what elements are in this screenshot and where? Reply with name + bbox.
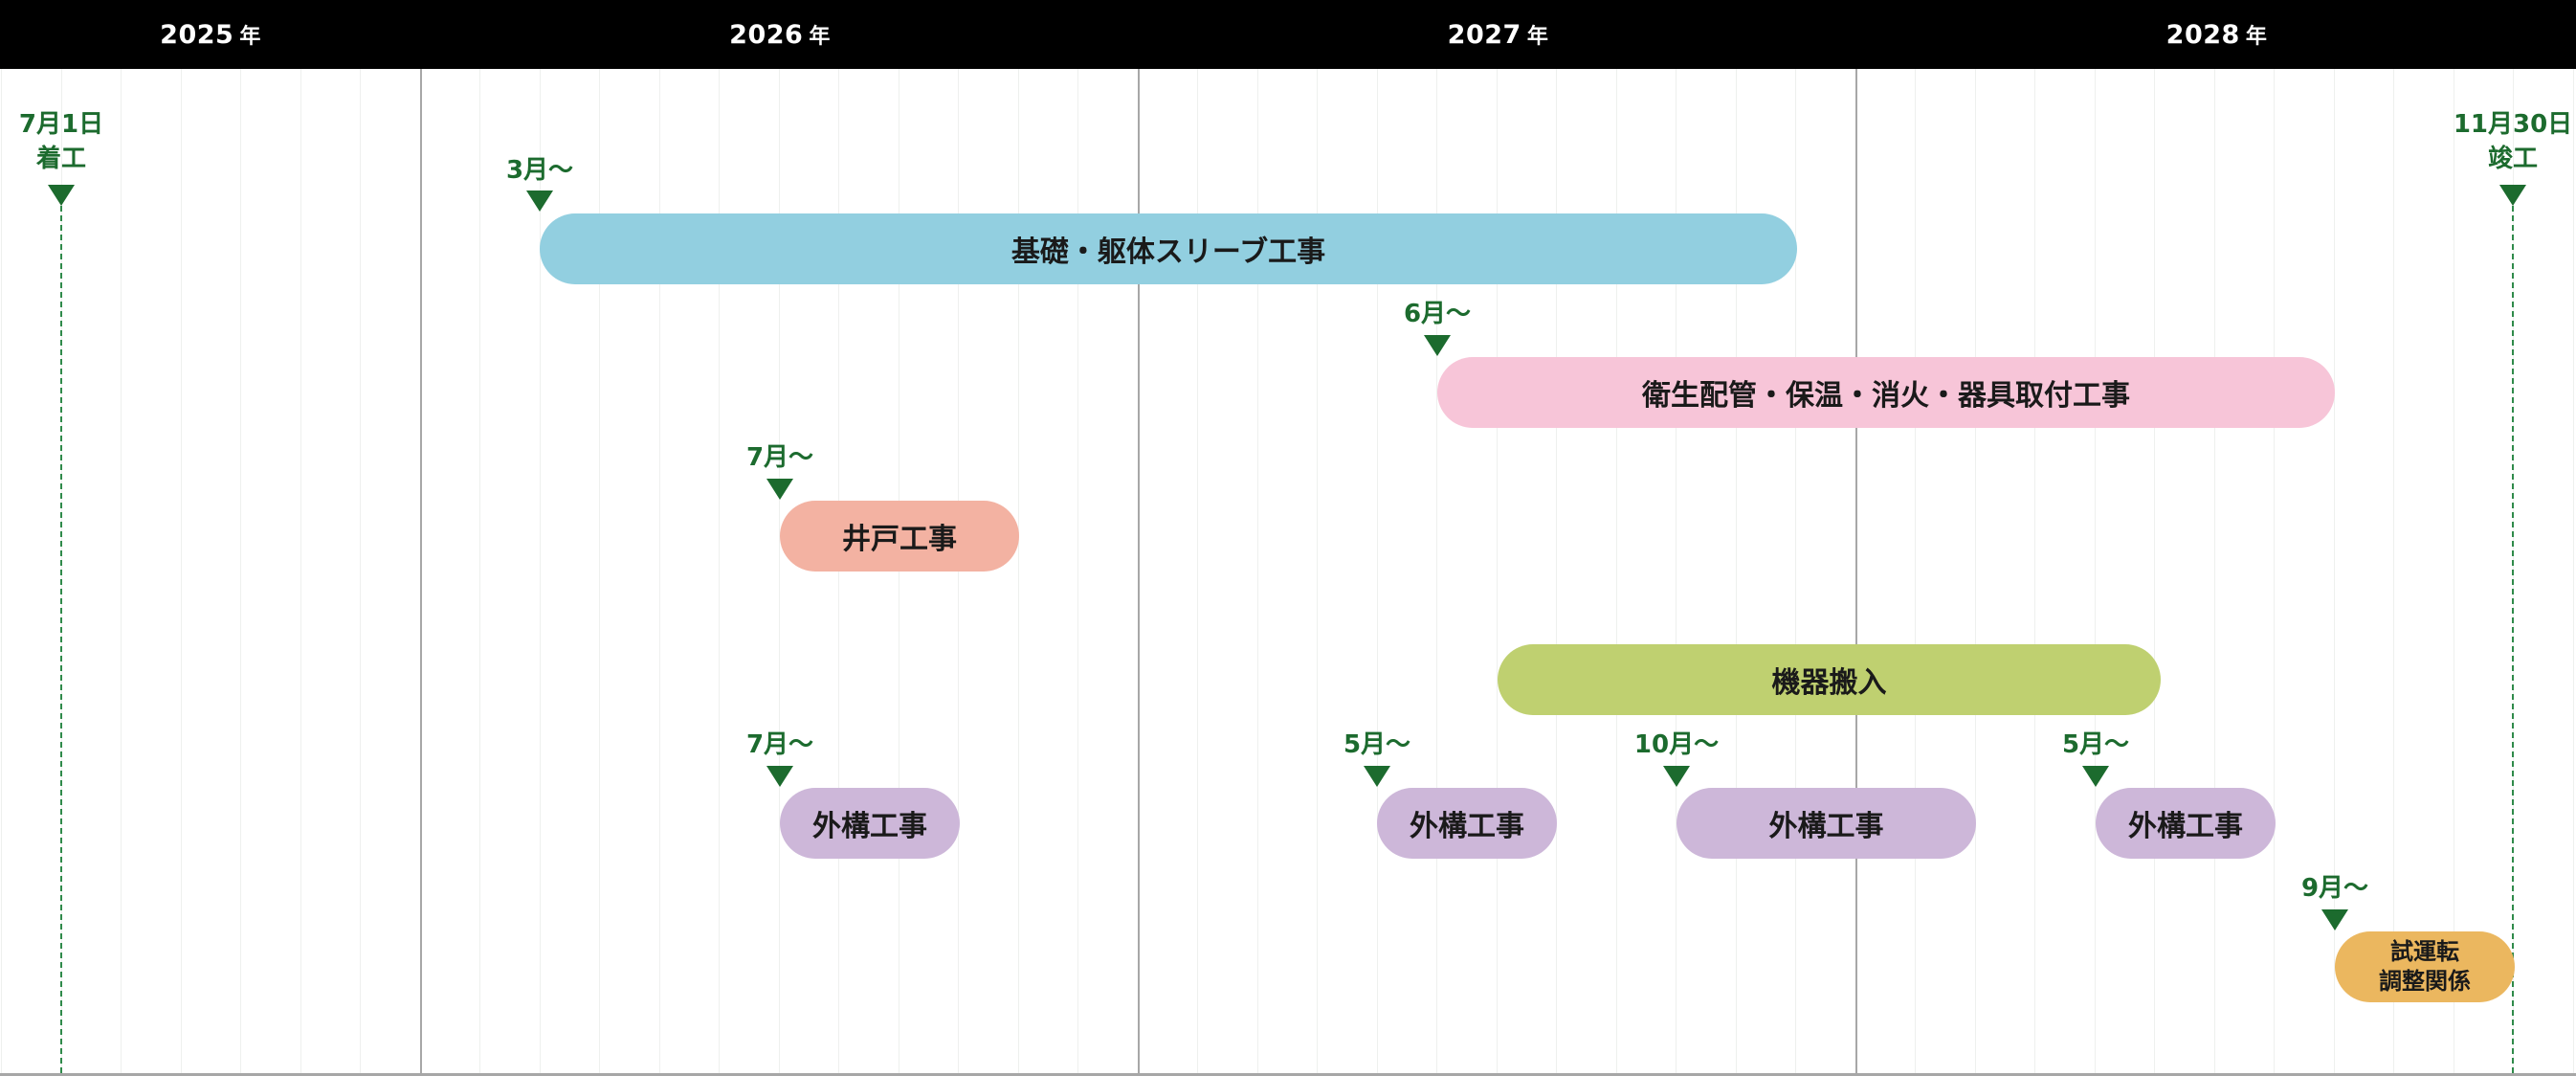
month-grid-line [1257, 69, 1258, 1076]
exterior4-start-arrow-icon [2082, 766, 2109, 787]
month-grid-line [1077, 69, 1078, 1076]
exterior1-start-arrow-icon [766, 766, 793, 787]
task-bar-equipment: 機器搬入 [1498, 644, 2161, 715]
month-grid-line [1377, 69, 1378, 1076]
month-grid-line [360, 69, 361, 1076]
exterior3-start-label: 10月〜 [1633, 730, 1720, 759]
month-grid-line [2274, 69, 2275, 1076]
month-grid-line [1915, 69, 1916, 1076]
start-milestone-label: 7月1日 着工 [18, 110, 104, 173]
month-grid-line [958, 69, 959, 1076]
task-bar-sanitary: 衛生配管・保温・消火・器具取付工事 [1437, 357, 2335, 428]
start-milestone-line [60, 206, 62, 1073]
month-grid-line [181, 69, 182, 1076]
month-grid-line [121, 69, 122, 1076]
month-grid-line [240, 69, 241, 1076]
month-grid-line [2334, 69, 2335, 1076]
exterior3-start-arrow-icon [1663, 766, 1690, 787]
month-grid-line [479, 69, 480, 1076]
month-grid-line [1317, 69, 1318, 1076]
month-grid-line [1018, 69, 1019, 1076]
task-bar-exterior-1: 外構工事 [780, 788, 960, 859]
end-milestone-label: 11月30日 竣工 [2453, 110, 2573, 173]
month-grid-line [2154, 69, 2155, 1076]
month-grid-line [2095, 69, 2096, 1076]
task-bar-exterior-3: 外構工事 [1677, 788, 1976, 859]
bottom-border [0, 1073, 2576, 1076]
task-bar-trial-run: 試運転 調整関係 [2335, 931, 2515, 1002]
sanitary-start-label: 6月〜 [1403, 300, 1472, 328]
month-grid-line [1736, 69, 1737, 1076]
trial-start-label: 9月〜 [2300, 874, 2369, 903]
month-grid-line [599, 69, 600, 1076]
month-grid-line [659, 69, 660, 1076]
exterior1-start-label: 7月〜 [745, 730, 814, 759]
start-milestone-arrow-icon [48, 185, 75, 206]
month-grid-line [1497, 69, 1498, 1076]
well-start-label: 7月〜 [745, 443, 814, 472]
foundation-start-label: 3月〜 [505, 156, 574, 185]
year-divider-line [1138, 69, 1140, 1076]
month-grid-line [300, 69, 301, 1076]
month-grid-line [2573, 69, 2574, 1076]
month-grid-line [1676, 69, 1677, 1076]
trial-start-arrow-icon [2321, 909, 2348, 930]
task-bar-exterior-4: 外構工事 [2096, 788, 2276, 859]
task-bar-exterior-2: 外構工事 [1377, 788, 1557, 859]
year-divider-line [1855, 69, 1857, 1076]
well-start-arrow-icon [766, 479, 793, 500]
sanitary-start-arrow-icon [1424, 335, 1451, 356]
task-bar-foundation: 基礎・躯体スリーブ工事 [540, 213, 1797, 284]
month-grid-line [1616, 69, 1617, 1076]
month-grid-line [838, 69, 839, 1076]
exterior4-start-label: 5月〜 [2061, 730, 2130, 759]
task-bar-well: 井戸工事 [780, 501, 1019, 572]
end-milestone-line [2512, 206, 2514, 1073]
month-grid-line [540, 69, 541, 1076]
exterior2-start-arrow-icon [1364, 766, 1390, 787]
month-grid-line [1975, 69, 1976, 1076]
foundation-start-arrow-icon [526, 191, 553, 212]
month-grid-line [2214, 69, 2215, 1076]
year-divider-line [420, 69, 422, 1076]
month-grid-line [1, 69, 2, 1076]
month-grid-line [2393, 69, 2394, 1076]
month-grid-line [779, 69, 780, 1076]
month-grid-line [1795, 69, 1796, 1076]
month-grid-line [719, 69, 720, 1076]
month-grid-line [2034, 69, 2035, 1076]
month-grid-line [1556, 69, 1557, 1076]
exterior2-start-label: 5月〜 [1343, 730, 1411, 759]
month-grid-line [1197, 69, 1198, 1076]
end-milestone-arrow-icon [2499, 185, 2526, 206]
month-grid-line [1436, 69, 1437, 1076]
